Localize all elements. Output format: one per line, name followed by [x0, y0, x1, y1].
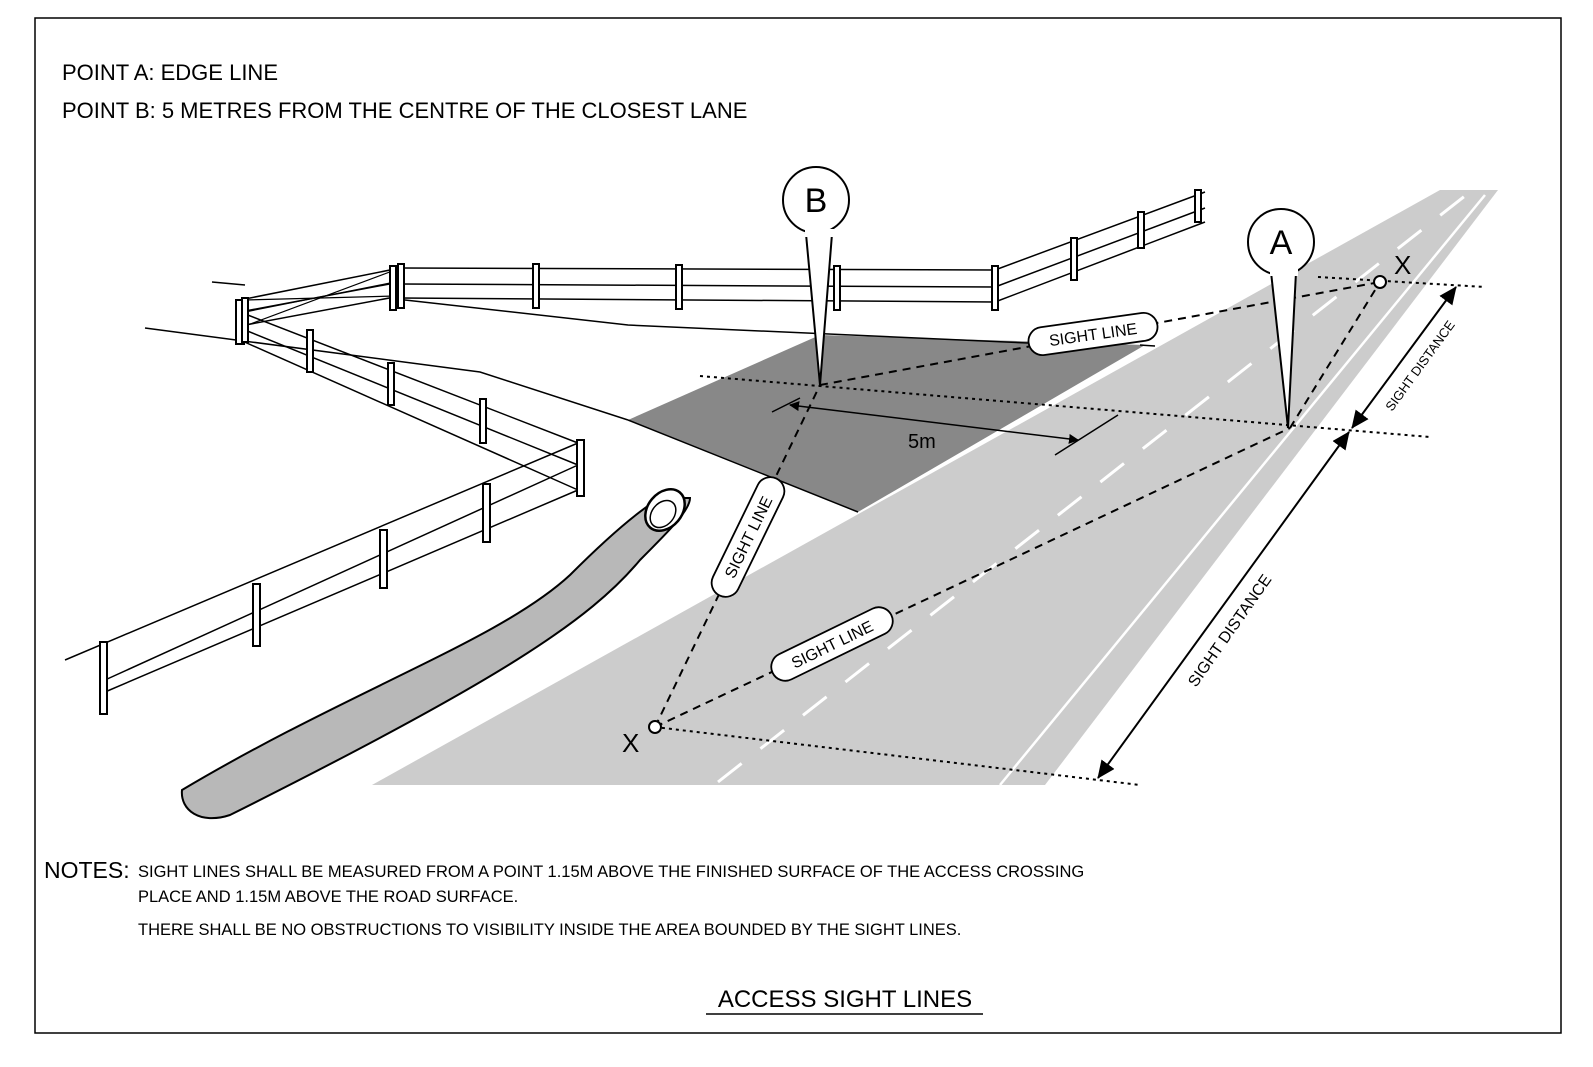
svg-text:A: A	[1270, 224, 1293, 262]
svg-text:B: B	[805, 182, 828, 220]
access-back-line-2	[1139, 344, 1156, 347]
observation-point-right: X	[1373, 250, 1411, 289]
ground-line-top	[211, 281, 246, 286]
sight-distance-label-lower: SIGHT DISTANCE	[1185, 572, 1275, 691]
drawing-title: ACCESS SIGHT LINES	[718, 986, 972, 1013]
five-metre-label: 5m	[908, 431, 936, 453]
access-back-line	[404, 299, 1029, 344]
sight-distance-label-upper: SIGHT DISTANCE	[1382, 317, 1458, 413]
drainage-pipe	[180, 488, 692, 820]
observation-point-left: X	[622, 720, 662, 758]
point-b-definition: POINT B: 5 METRES FROM THE CENTRE OF THE…	[62, 98, 747, 123]
ground-line	[144, 327, 629, 421]
note-line-1: SIGHT LINES SHALL BE MEASURED FROM A POI…	[138, 863, 1084, 881]
notes-label: NOTES:	[44, 857, 130, 883]
note-line-2: PLACE AND 1.15M ABOVE THE ROAD SURFACE.	[138, 888, 518, 906]
point-a-marker: A	[1247, 208, 1315, 429]
five-metre-dimension: 5m	[771, 397, 1119, 456]
drawing-border	[34, 17, 1562, 1034]
point-a-definition: POINT A: EDGE LINE	[62, 60, 278, 85]
svg-text:X: X	[1394, 250, 1411, 280]
svg-text:X: X	[622, 728, 639, 758]
point-b-marker: B	[782, 166, 850, 386]
note-line-3: THERE SHALL BE NO OBSTRUCTIONS TO VISIBI…	[138, 921, 961, 939]
access-edge-line	[627, 419, 859, 513]
fence-posts	[99, 189, 1202, 715]
road-surface	[372, 190, 1498, 785]
fence	[64, 191, 1206, 693]
